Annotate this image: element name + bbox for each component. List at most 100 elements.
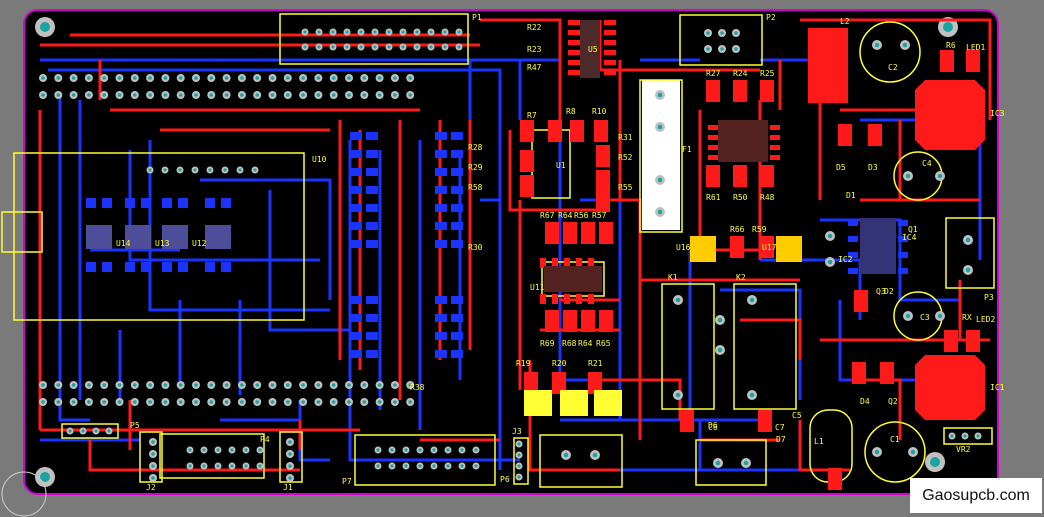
pad-hole: [117, 400, 122, 404]
smd-pad: [552, 372, 566, 394]
label-f1: F1: [682, 145, 692, 154]
label-u1: U1: [556, 161, 566, 170]
pad-hole: [71, 93, 76, 97]
label-r20: R20: [552, 359, 567, 368]
pad-hole: [133, 76, 137, 80]
smd-pad: [898, 220, 908, 226]
smd-pad: [588, 294, 594, 304]
label-u13: U13: [155, 239, 170, 248]
pad-hole: [87, 383, 91, 387]
smd-pad: [125, 262, 135, 272]
smd-pad: [141, 262, 151, 272]
smd-pad: [205, 225, 231, 249]
pad-hole: [194, 76, 198, 80]
pad-hole: [965, 237, 971, 243]
pad-hole: [163, 93, 168, 97]
smd-pad: [568, 50, 580, 55]
smd-pad: [435, 240, 447, 248]
pad-hole: [376, 464, 380, 468]
pad-hole: [715, 460, 721, 466]
pad-hole: [331, 93, 336, 97]
smd-pad: [545, 310, 559, 332]
pad-hole: [432, 448, 436, 452]
smd-pad: [545, 222, 559, 244]
pad-hole: [415, 30, 419, 34]
label-u17: U17: [762, 243, 777, 252]
pad-hole: [238, 168, 242, 172]
pad-hole: [41, 76, 45, 80]
label-r47: R47: [527, 63, 542, 72]
label-r50: R50: [733, 193, 748, 202]
smd-pad: [451, 132, 463, 140]
pad-hole: [706, 31, 710, 35]
label-u7: U7: [530, 399, 540, 408]
pad-hole: [347, 76, 351, 80]
smd-pad: [588, 372, 602, 394]
smd-pad: [366, 204, 378, 212]
pad-hole: [937, 173, 943, 179]
pad-hole: [743, 460, 749, 466]
pad-hole: [240, 76, 244, 80]
pad-hole: [377, 93, 382, 97]
header-pins: [39, 28, 982, 482]
pad-hole: [230, 448, 234, 452]
smd-pad: [350, 296, 362, 304]
pad-hole: [223, 168, 227, 172]
smd-pad: [86, 262, 96, 272]
pad-hole: [446, 464, 450, 468]
pad-hole: [301, 76, 305, 80]
label-u16: U16: [676, 243, 691, 252]
smd-pad: [898, 268, 908, 274]
label-d1: D1: [846, 191, 856, 200]
smd-pad: [552, 258, 558, 268]
pad-hole: [286, 383, 290, 387]
pad-hole: [902, 42, 908, 48]
smd-pad: [451, 150, 463, 158]
smd-pad: [451, 240, 463, 248]
label-ic2: IC2: [838, 255, 853, 264]
pad-hole: [240, 383, 244, 387]
pad-hole: [717, 317, 723, 323]
pad-hole: [71, 400, 76, 404]
pad-hole: [874, 42, 880, 48]
label-r10: R10: [592, 107, 607, 116]
pad-hole: [258, 448, 262, 452]
smd-pad: [576, 294, 582, 304]
pad-hole: [474, 448, 478, 452]
pad-hole: [255, 400, 259, 404]
smd-pad: [568, 40, 580, 45]
pad-hole: [68, 429, 72, 433]
smd-pad: [350, 350, 362, 358]
pad-hole: [258, 464, 262, 468]
label-r28: R28: [468, 143, 483, 152]
smd-pad: [366, 186, 378, 194]
pad-hole: [94, 429, 98, 433]
smd-pad: [770, 145, 780, 150]
smd-pad: [366, 132, 378, 140]
smd-pad: [588, 258, 594, 268]
pad-hole: [224, 93, 229, 97]
smd-pad: [596, 190, 610, 212]
label-d3: D3: [868, 163, 878, 172]
pad-hole: [194, 93, 198, 97]
label-vr2: VR2: [956, 445, 971, 454]
pad-hole: [81, 429, 85, 433]
label-p6: P6: [500, 475, 510, 484]
label-r48: R48: [760, 193, 775, 202]
smd-pad: [520, 120, 534, 142]
label-r61: R61: [706, 193, 721, 202]
pad-hole: [87, 93, 91, 97]
smd-pad: [451, 222, 463, 230]
label-led2: LED2: [976, 315, 995, 324]
pad-hole: [117, 76, 122, 80]
label-c3: C3: [920, 313, 930, 322]
pad-hole: [734, 47, 738, 51]
pad-hole: [240, 400, 244, 404]
smd-pad: [580, 20, 600, 78]
label-l2: L2: [840, 17, 850, 26]
pad-hole: [717, 347, 723, 353]
smd-components: [86, 20, 980, 490]
pad-hole: [390, 464, 394, 468]
smd-pad: [730, 236, 744, 258]
